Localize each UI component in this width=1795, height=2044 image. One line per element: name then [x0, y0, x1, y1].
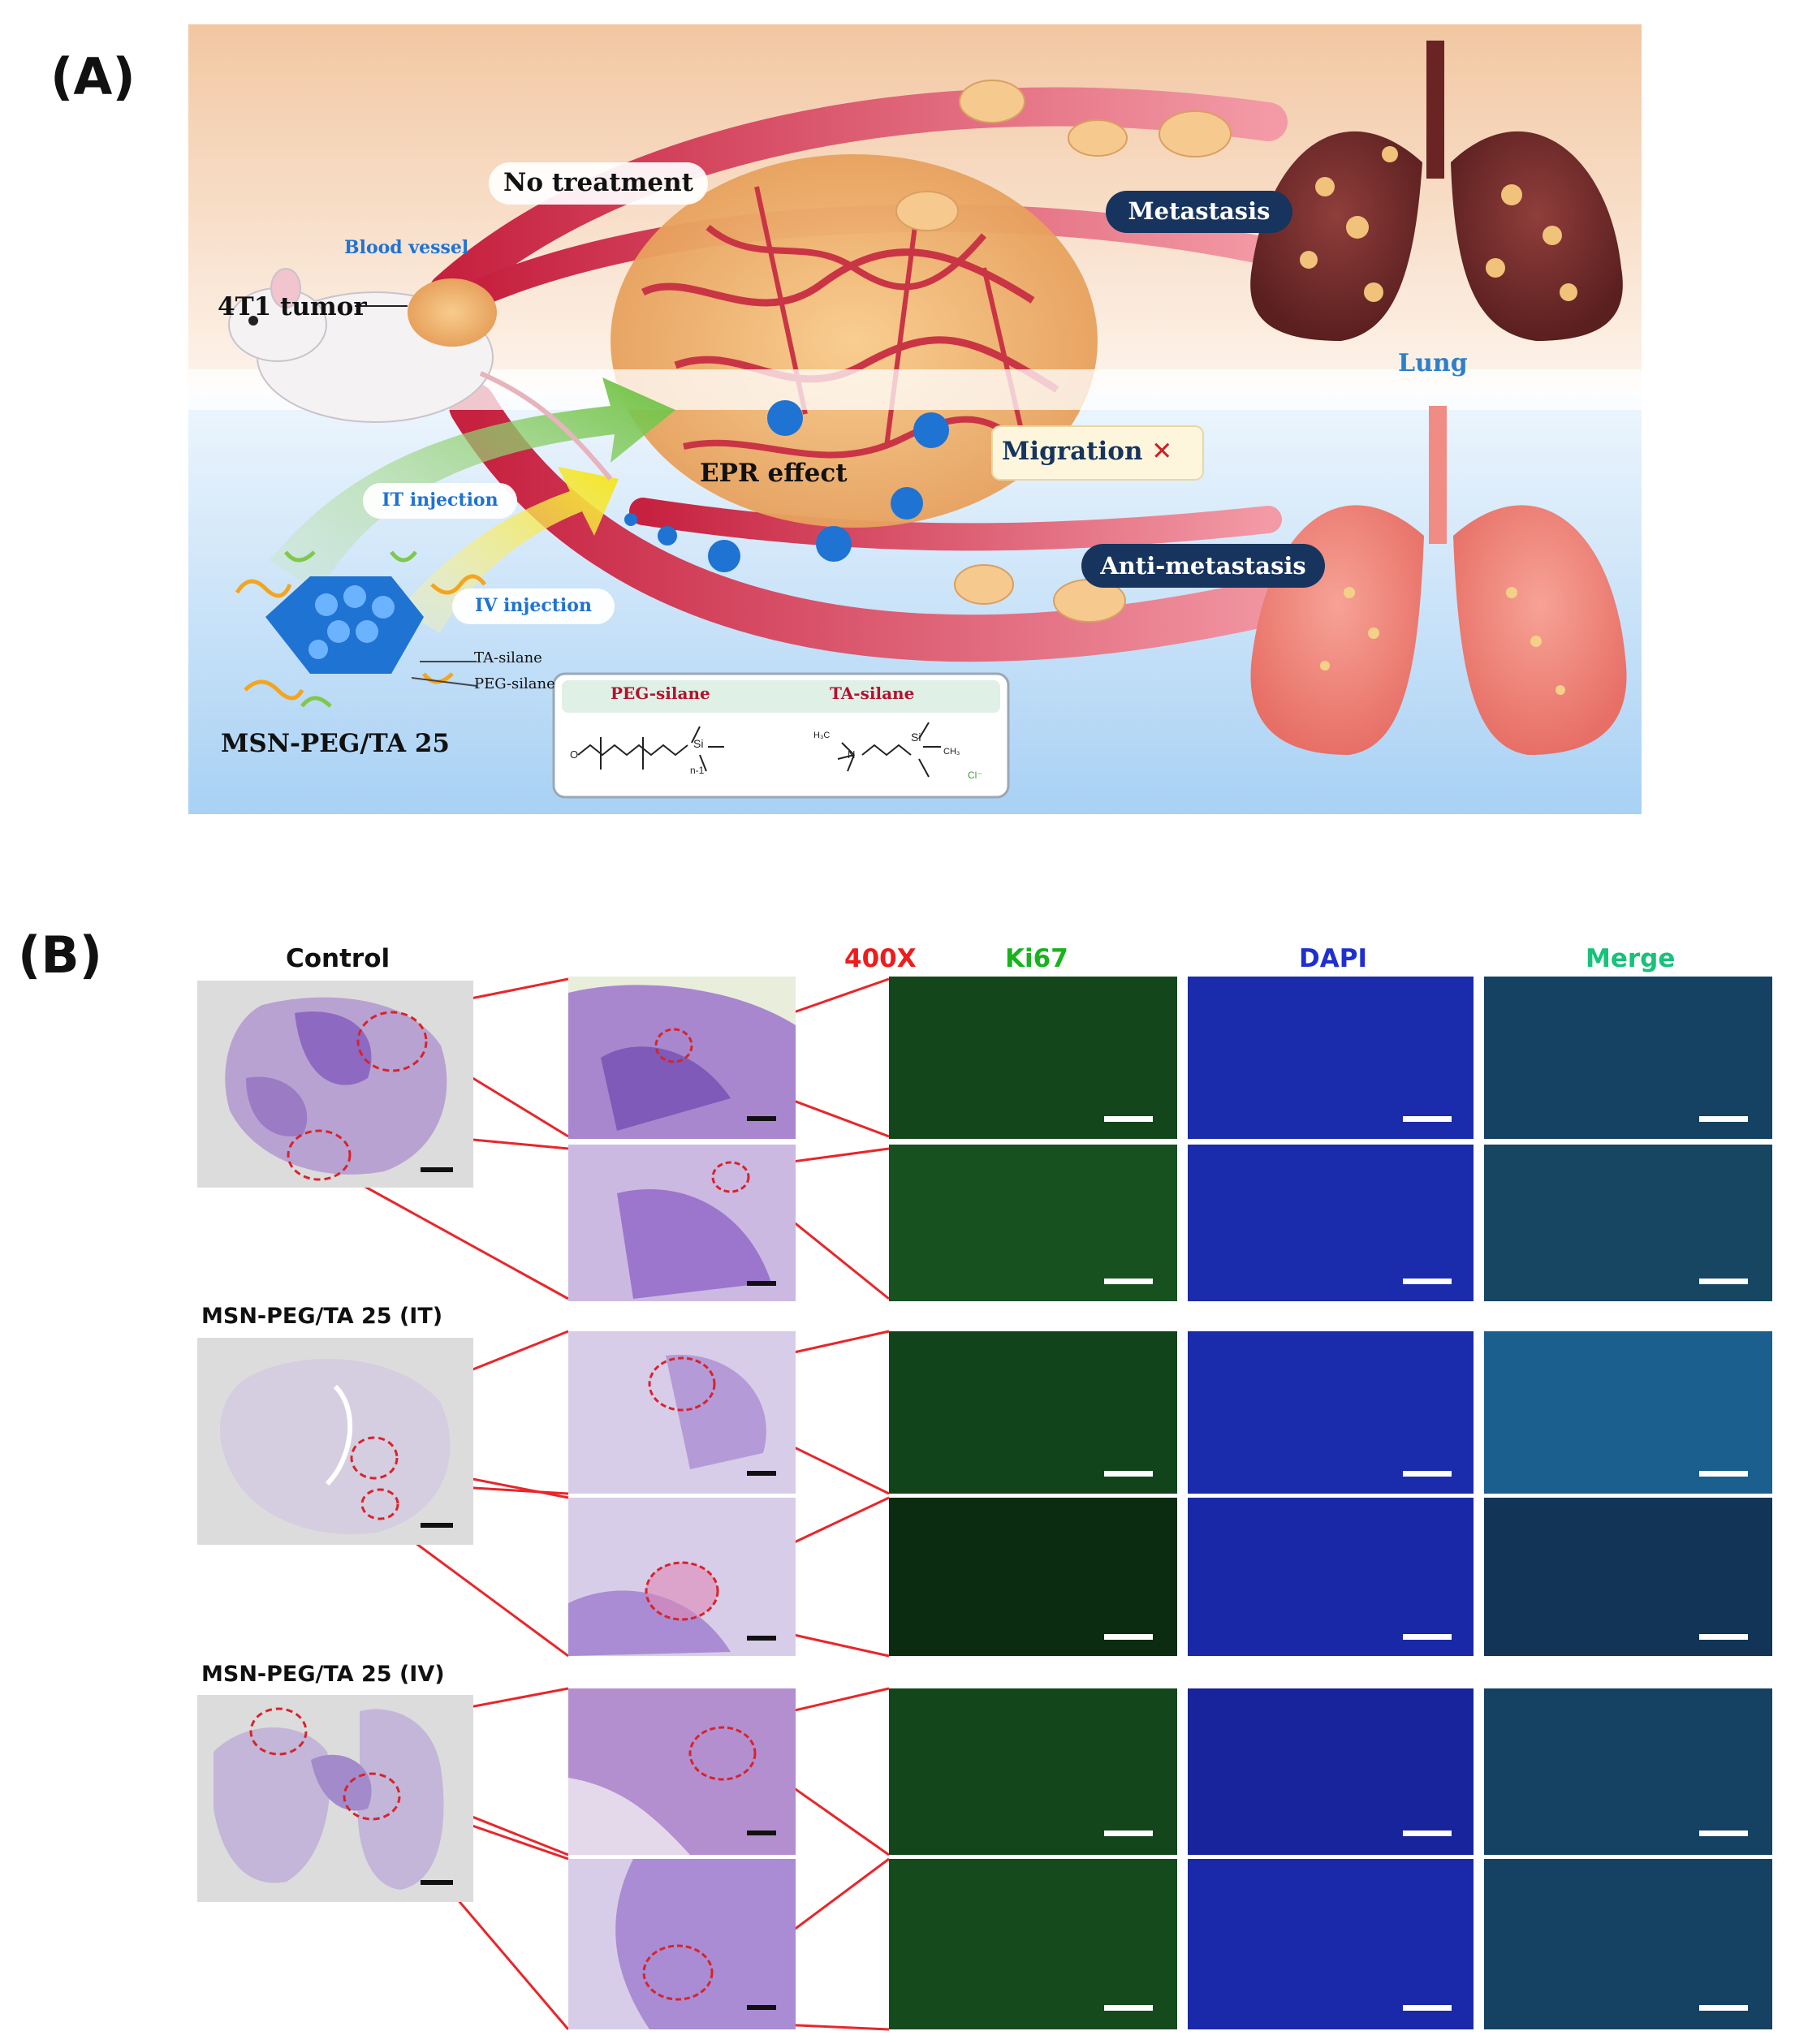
anti-metastasis-label: Anti-metastasis	[1100, 552, 1306, 580]
schematic-canvas	[188, 24, 1642, 814]
chem-ta-title: TA-silane	[830, 683, 915, 703]
nanoparticles	[624, 400, 949, 572]
header-ki67: Ki67	[1005, 944, 1068, 973]
header-control: Control	[286, 944, 390, 973]
he-overview-control	[197, 981, 473, 1188]
ki67-it-2	[889, 1498, 1177, 1656]
migration-box	[991, 425, 1204, 481]
blood-vessel-label: Blood vessel	[344, 237, 469, 258]
metastasis-label: Metastasis	[1128, 197, 1271, 225]
tumor-label: 4T1 tumor	[218, 292, 367, 321]
he-zoom-it-1	[568, 1331, 796, 1494]
vessel-bottom	[449, 382, 1332, 662]
no-treatment-pill	[489, 162, 708, 205]
chem-ta-si: Si	[911, 731, 921, 744]
ki67-it-1	[889, 1331, 1177, 1494]
he-zoom-control-1	[568, 977, 796, 1139]
floating-cells	[895, 80, 1232, 623]
ki67-iv-1	[889, 1688, 1177, 1855]
header-400x: 400X	[844, 944, 917, 973]
panel-a-letter: (A)	[50, 47, 136, 106]
chem-peg-n: n-1	[690, 765, 705, 776]
dapi-it-1	[1188, 1331, 1474, 1494]
it-injection-pill	[363, 483, 517, 519]
metastasis-pill	[1106, 191, 1292, 233]
merge-control-1	[1484, 977, 1772, 1139]
dapi-iv-1	[1188, 1688, 1474, 1855]
merge-it-2	[1484, 1498, 1772, 1656]
peg-silane-structure	[577, 726, 724, 772]
mouse-illustration	[228, 268, 613, 481]
chem-peg-title: PEG-silane	[611, 683, 710, 703]
iv-injection-label: IV injection	[475, 595, 592, 616]
merge-iv-2	[1484, 1859, 1772, 2029]
ta-silane-label: TA-silane	[474, 649, 542, 666]
iv-injection-pill	[452, 589, 615, 624]
chem-ta-h3c: H₃C	[813, 731, 831, 740]
merge-iv-1	[1484, 1688, 1772, 1855]
schematic-figure-a: No treatment Blood vessel 4T1 tumor Meta…	[188, 24, 1642, 814]
panel-b-letter: (B)	[18, 925, 102, 985]
msn-particle-illustration	[235, 550, 486, 708]
ki67-control-2	[889, 1145, 1177, 1301]
peg-silane-label: PEG-silane	[474, 675, 555, 692]
dapi-it-2	[1188, 1498, 1474, 1656]
tumor-mass-illustration	[611, 154, 1098, 528]
he-zoom-control-2	[568, 1145, 796, 1301]
chem-peg-si: Si	[693, 737, 704, 750]
merge-control-2	[1484, 1145, 1772, 1301]
migration-blocked-icon: ✕	[1151, 437, 1173, 466]
dapi-control-1	[1188, 977, 1474, 1139]
no-treatment-label: No treatment	[503, 168, 693, 197]
vessel-lower-mid	[629, 498, 1282, 551]
chem-ta-ch3: CH₃	[943, 747, 960, 757]
epr-effect-label: EPR effect	[700, 459, 848, 488]
ta-silane-structure	[837, 722, 941, 778]
he-overview-it	[197, 1338, 473, 1545]
msn-label: MSN-PEG/TA 25	[221, 729, 450, 758]
it-injection-label: IT injection	[382, 489, 498, 511]
chem-ta-cl: Cl⁻	[968, 770, 982, 781]
he-zoom-iv-1	[568, 1688, 796, 1855]
header-dapi: DAPI	[1299, 944, 1367, 973]
header-merge: Merge	[1586, 944, 1676, 973]
chemical-structure-header	[562, 680, 1000, 713]
dapi-control-2	[1188, 1145, 1474, 1301]
he-overview-iv	[197, 1695, 473, 1902]
lung-label: Lung	[1398, 349, 1468, 377]
vessel-top	[429, 87, 1288, 312]
dapi-iv-2	[1188, 1859, 1474, 2029]
it-injection-arrow	[270, 377, 675, 593]
he-zoom-it-2	[568, 1498, 796, 1656]
merge-it-1	[1484, 1331, 1772, 1494]
he-zoom-iv-2	[568, 1859, 796, 2029]
group-label-it: MSN-PEG/TA 25 (IT)	[201, 1304, 443, 1329]
migration-label: Migration ✕	[1002, 437, 1172, 466]
anti-metastasis-pill	[1081, 544, 1325, 588]
migration-text: Migration	[1002, 437, 1143, 466]
ki67-iv-2	[889, 1859, 1177, 2029]
lung-metastatic-illustration	[1250, 41, 1623, 341]
chem-peg-o: O	[570, 748, 579, 761]
ki67-control-1	[889, 977, 1177, 1139]
chem-ta-n: N	[848, 748, 856, 761]
group-label-iv: MSN-PEG/TA 25 (IV)	[201, 1662, 445, 1687]
